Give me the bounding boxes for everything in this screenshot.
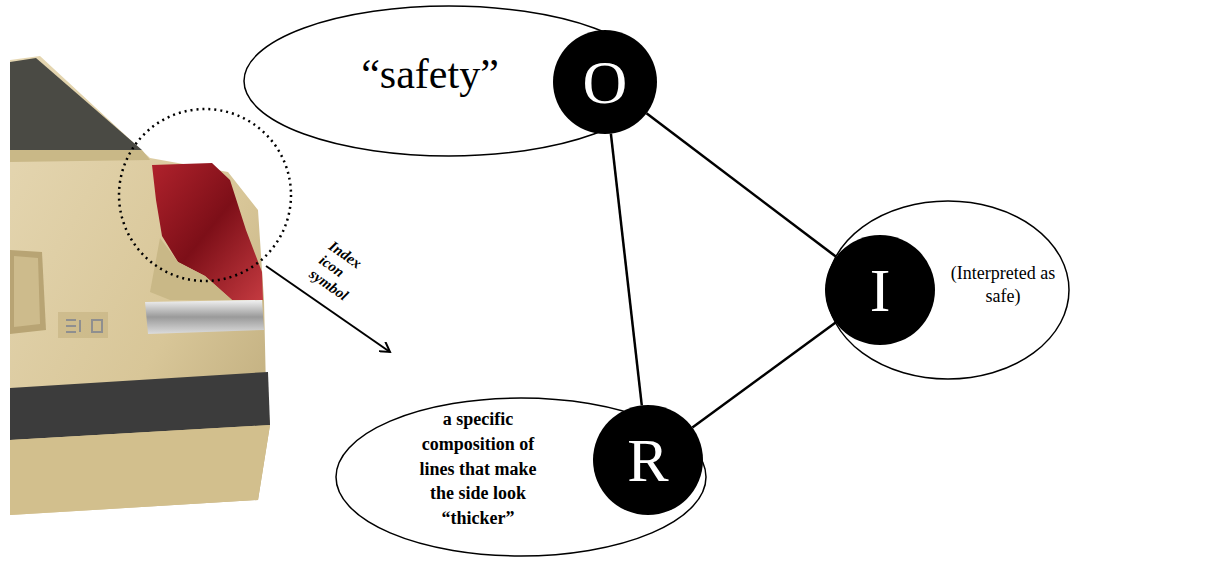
object-circle: O: [553, 30, 657, 134]
interpretant-ellipse: (Interpreted as safe): [826, 200, 1070, 380]
node-letter: I: [870, 259, 891, 321]
node-text: “safety”: [355, 49, 505, 99]
interpretant-circle: I: [825, 235, 935, 345]
connector-line: [692, 323, 835, 428]
node-text: (Interpreted as safe): [947, 262, 1059, 307]
representamen-circle: R: [593, 405, 703, 515]
node-text: a specific composition of lines that mak…: [407, 407, 549, 531]
representamen-ellipse: a specific composition of lines that mak…: [335, 397, 707, 557]
connector-line: [646, 113, 836, 256]
ellipse-outline: [826, 200, 1070, 380]
node-letter: O: [583, 51, 628, 113]
node-letter: R: [627, 429, 668, 491]
connector-line: [611, 134, 642, 406]
